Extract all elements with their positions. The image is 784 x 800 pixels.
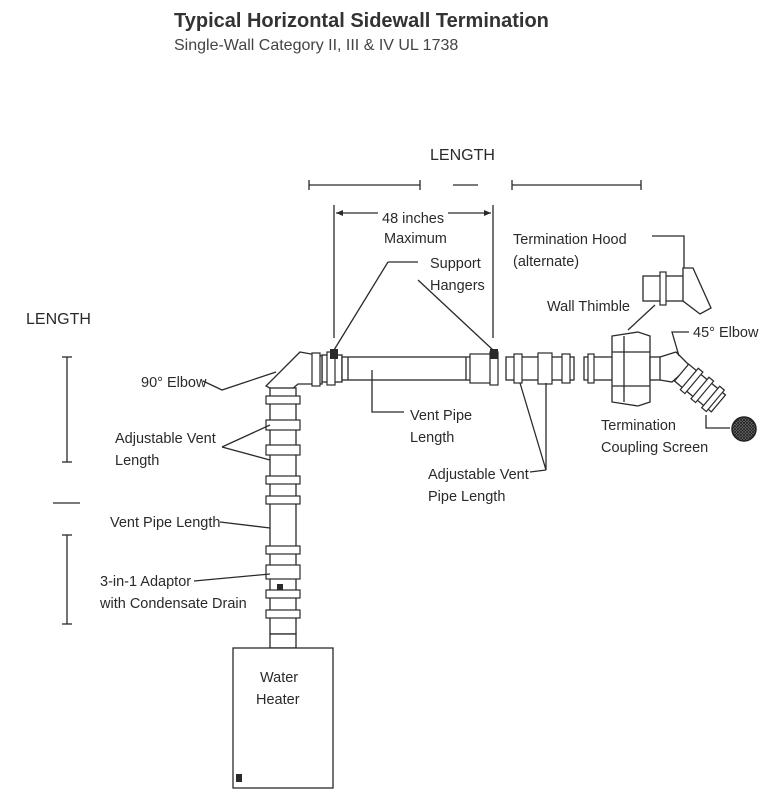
length-label-top: LENGTH: [430, 147, 495, 164]
vent-pipe-length-leader: [219, 521, 271, 529]
length-dimension-top: [308, 180, 642, 190]
wall-thimble: [583, 331, 663, 407]
coupling-screen: [731, 416, 757, 442]
max-spacing-label: 48 inches: [382, 211, 444, 227]
adjustable-vent-right-label: Adjustable Vent: [428, 467, 529, 483]
diagram-subtitle: Single-Wall Category II, III & IV UL 173…: [174, 37, 458, 54]
support-hangers-label: Support: [430, 256, 481, 272]
adaptor-label-2: with Condensate Drain: [99, 596, 247, 612]
adjustable-vent-right-leaders: [519, 382, 547, 473]
elbow-45-label: 45° Elbow: [693, 325, 759, 341]
wall-thimble-leader: [627, 304, 656, 331]
elbow-45-leader: [671, 331, 689, 357]
wall-thimble-label: Wall Thimble: [547, 299, 630, 315]
termination-hood-leader: [652, 235, 685, 268]
vertical-vent-pipe: [265, 387, 301, 635]
vent-pipe-leader: [371, 370, 404, 413]
coupling-screen-label: Termination: [601, 418, 676, 434]
water-heater-label: Water: [260, 670, 298, 686]
horizontal-vent-pipe: [321, 351, 499, 386]
max-spacing-dimension: [333, 205, 494, 338]
water-heater: [232, 633, 334, 789]
vent-pipe-label: Vent Pipe: [410, 408, 472, 424]
adjustable-vent-left-label-2: Length: [115, 453, 159, 469]
diagram-title: Typical Horizontal Sidewall Termination: [174, 10, 549, 32]
adjustable-vent-left-label: Adjustable Vent: [115, 431, 216, 447]
vent-pipe-length-label: Vent Pipe Length: [110, 515, 220, 531]
termination-hood-label-2: (alternate): [513, 254, 579, 270]
elbow-90-label: 90° Elbow: [141, 375, 207, 391]
adjustable-vent-pipe-right: [505, 352, 575, 385]
length-dimension-left: [53, 356, 80, 625]
length-label-left: LENGTH: [26, 311, 91, 328]
support-hangers-label-2: Hangers: [430, 278, 485, 294]
vent-pipe-label-2: Length: [410, 430, 454, 446]
termination-hood: [642, 267, 712, 315]
adaptor-leader: [193, 573, 271, 582]
elbow-90: [264, 351, 323, 397]
support-hanger-leaders: [333, 261, 494, 351]
termination-hood-label: Termination Hood: [513, 232, 627, 248]
elbow-45: [659, 351, 727, 413]
coupling-screen-leader: [705, 415, 730, 429]
adaptor-label: 3-in-1 Adaptor: [100, 574, 191, 590]
elbow-90-leader: [202, 371, 277, 391]
adjustable-vent-left-leaders: [221, 424, 271, 461]
adjustable-vent-right-label-2: Pipe Length: [428, 489, 505, 505]
water-heater-label-2: Heater: [256, 692, 300, 708]
support-hanger-clamps: [330, 349, 498, 359]
max-spacing-label-2: Maximum: [384, 231, 447, 247]
coupling-screen-label-2: Coupling Screen: [601, 440, 708, 456]
